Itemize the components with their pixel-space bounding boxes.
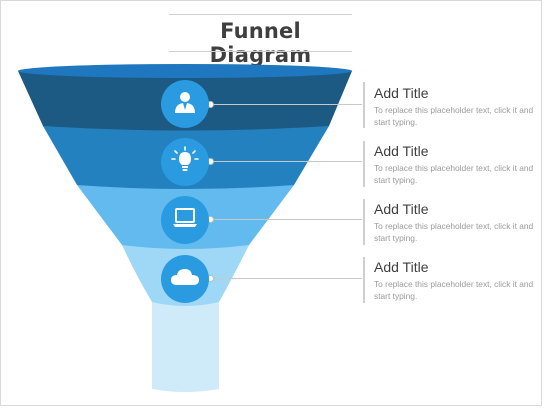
title-top-rule: [169, 14, 352, 15]
page-title: Funnel Diagram: [209, 19, 312, 67]
connector-line-2: [207, 158, 362, 165]
stage-title-3: Add Title: [374, 201, 429, 217]
stage-divider-2: [363, 141, 365, 187]
stage-text-3: Add Title To replace this placeholder te…: [374, 201, 534, 244]
title-bottom-rule: [169, 51, 352, 52]
stage-description-1: To replace this placeholder text, click …: [374, 105, 534, 127]
connector-line-1: [207, 101, 362, 108]
funnel-spout: [152, 299, 219, 392]
stage-text-2: Add Title To replace this placeholder te…: [374, 143, 534, 186]
stage-divider-1: [363, 82, 365, 128]
funnel-rim: [18, 64, 352, 78]
person-icon: [172, 89, 198, 120]
stage-description-4: To replace this placeholder text, click …: [374, 279, 534, 301]
stage-icon-circle-3: [161, 196, 209, 244]
stage-title-1: Add Title: [374, 85, 429, 101]
stage-text-1: Add Title To replace this placeholder te…: [374, 85, 534, 128]
stage-title-4: Add Title: [374, 259, 429, 275]
stage-description-2: To replace this placeholder text, click …: [374, 163, 534, 185]
laptop-icon: [171, 206, 199, 235]
stage-icon-circle-1: [161, 80, 209, 128]
stage-icon-circle-4: [161, 255, 209, 303]
cloud-icon: [170, 266, 200, 293]
stage-divider-3: [363, 199, 365, 245]
stage-title-2: Add Title: [374, 143, 429, 159]
stage-divider-4: [363, 257, 365, 303]
stage-text-4: Add Title To replace this placeholder te…: [374, 259, 534, 302]
connector-line-3: [207, 216, 362, 223]
lightbulb-icon: [171, 145, 199, 179]
stage-description-3: To replace this placeholder text, click …: [374, 221, 534, 243]
connector-line-4: [207, 275, 362, 282]
stage-icon-circle-2: [161, 138, 209, 186]
